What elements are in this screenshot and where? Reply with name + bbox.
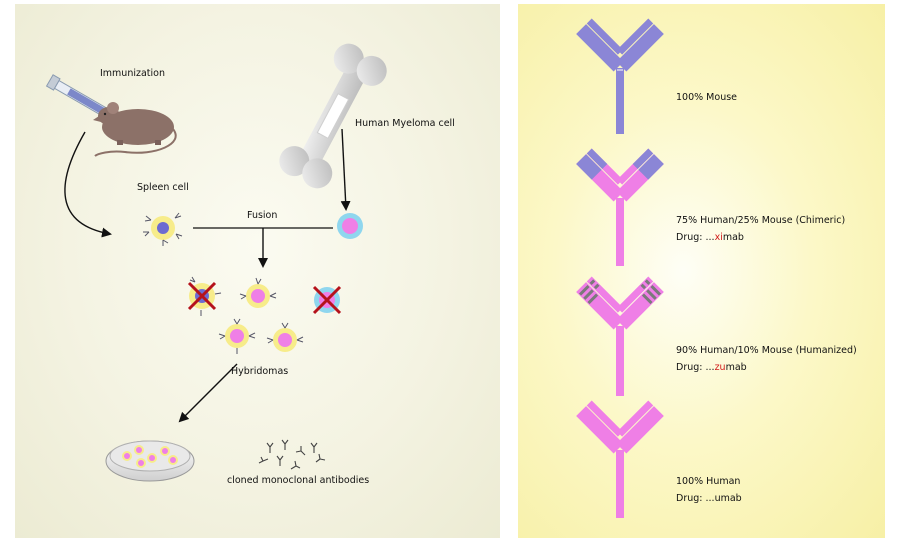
arrow-immunization-to-spleen [64, 131, 112, 238]
syringe-icon [45, 74, 125, 124]
antibody-2-drug: Drug: ...ximab [676, 232, 744, 243]
antibody-2-title: 75% Human/25% Mouse (Chimeric) [676, 215, 846, 226]
spleen-cell-label: Spleen cell [137, 182, 189, 193]
hybridomas-label: Hybridomas [231, 366, 289, 377]
fusion-label: Fusion [247, 210, 278, 221]
mouse-icon [93, 102, 177, 157]
antibody-4-drug: Drug: ...umab [676, 493, 742, 504]
bone-icon [279, 43, 387, 189]
immunization-label: Immunization [100, 68, 165, 79]
antibody-4-title: 100% Human [676, 476, 741, 487]
myeloma-cell-icon [337, 213, 363, 239]
crossed-myeloma-cell-icon [312, 285, 342, 315]
antibody-types-panel: 100% Mouse 75% Human/25% Mouse (Chimeric… [518, 4, 885, 538]
hybridoma-cell-icon [266, 322, 304, 352]
antibody-1-title: 100% Mouse [676, 92, 738, 103]
hybridoma-cell-icon [218, 318, 256, 354]
hybridoma-process-illustration [45, 43, 387, 482]
arrow-bone-to-myeloma [340, 128, 351, 211]
free-antibodies-icon [258, 439, 326, 470]
antibody-3-drug: Drug: ...zumab [676, 362, 747, 373]
humanized-antibody-icon [576, 276, 664, 396]
hybridoma-process-panel: Immunization Human Myeloma cell Spleen c… [15, 4, 500, 538]
cloned-antibodies-label: cloned monoclonal antibodies [227, 475, 370, 486]
antibody-types-illustration [576, 18, 664, 518]
hybridoma-cell-icon [239, 277, 277, 308]
mouse-antibody-icon [576, 18, 664, 134]
human-antibody-icon [576, 400, 664, 518]
spleen-cell-icon [143, 212, 183, 246]
chimeric-antibody-icon [576, 148, 664, 266]
petri-dish-icon [105, 440, 195, 482]
myeloma-label: Human Myeloma cell [355, 118, 455, 129]
crossed-spleen-cell-icon [187, 276, 222, 316]
antibody-3-title: 90% Human/10% Mouse (Humanized) [676, 345, 857, 356]
arrow-hybridomas-to-dish [178, 363, 238, 423]
